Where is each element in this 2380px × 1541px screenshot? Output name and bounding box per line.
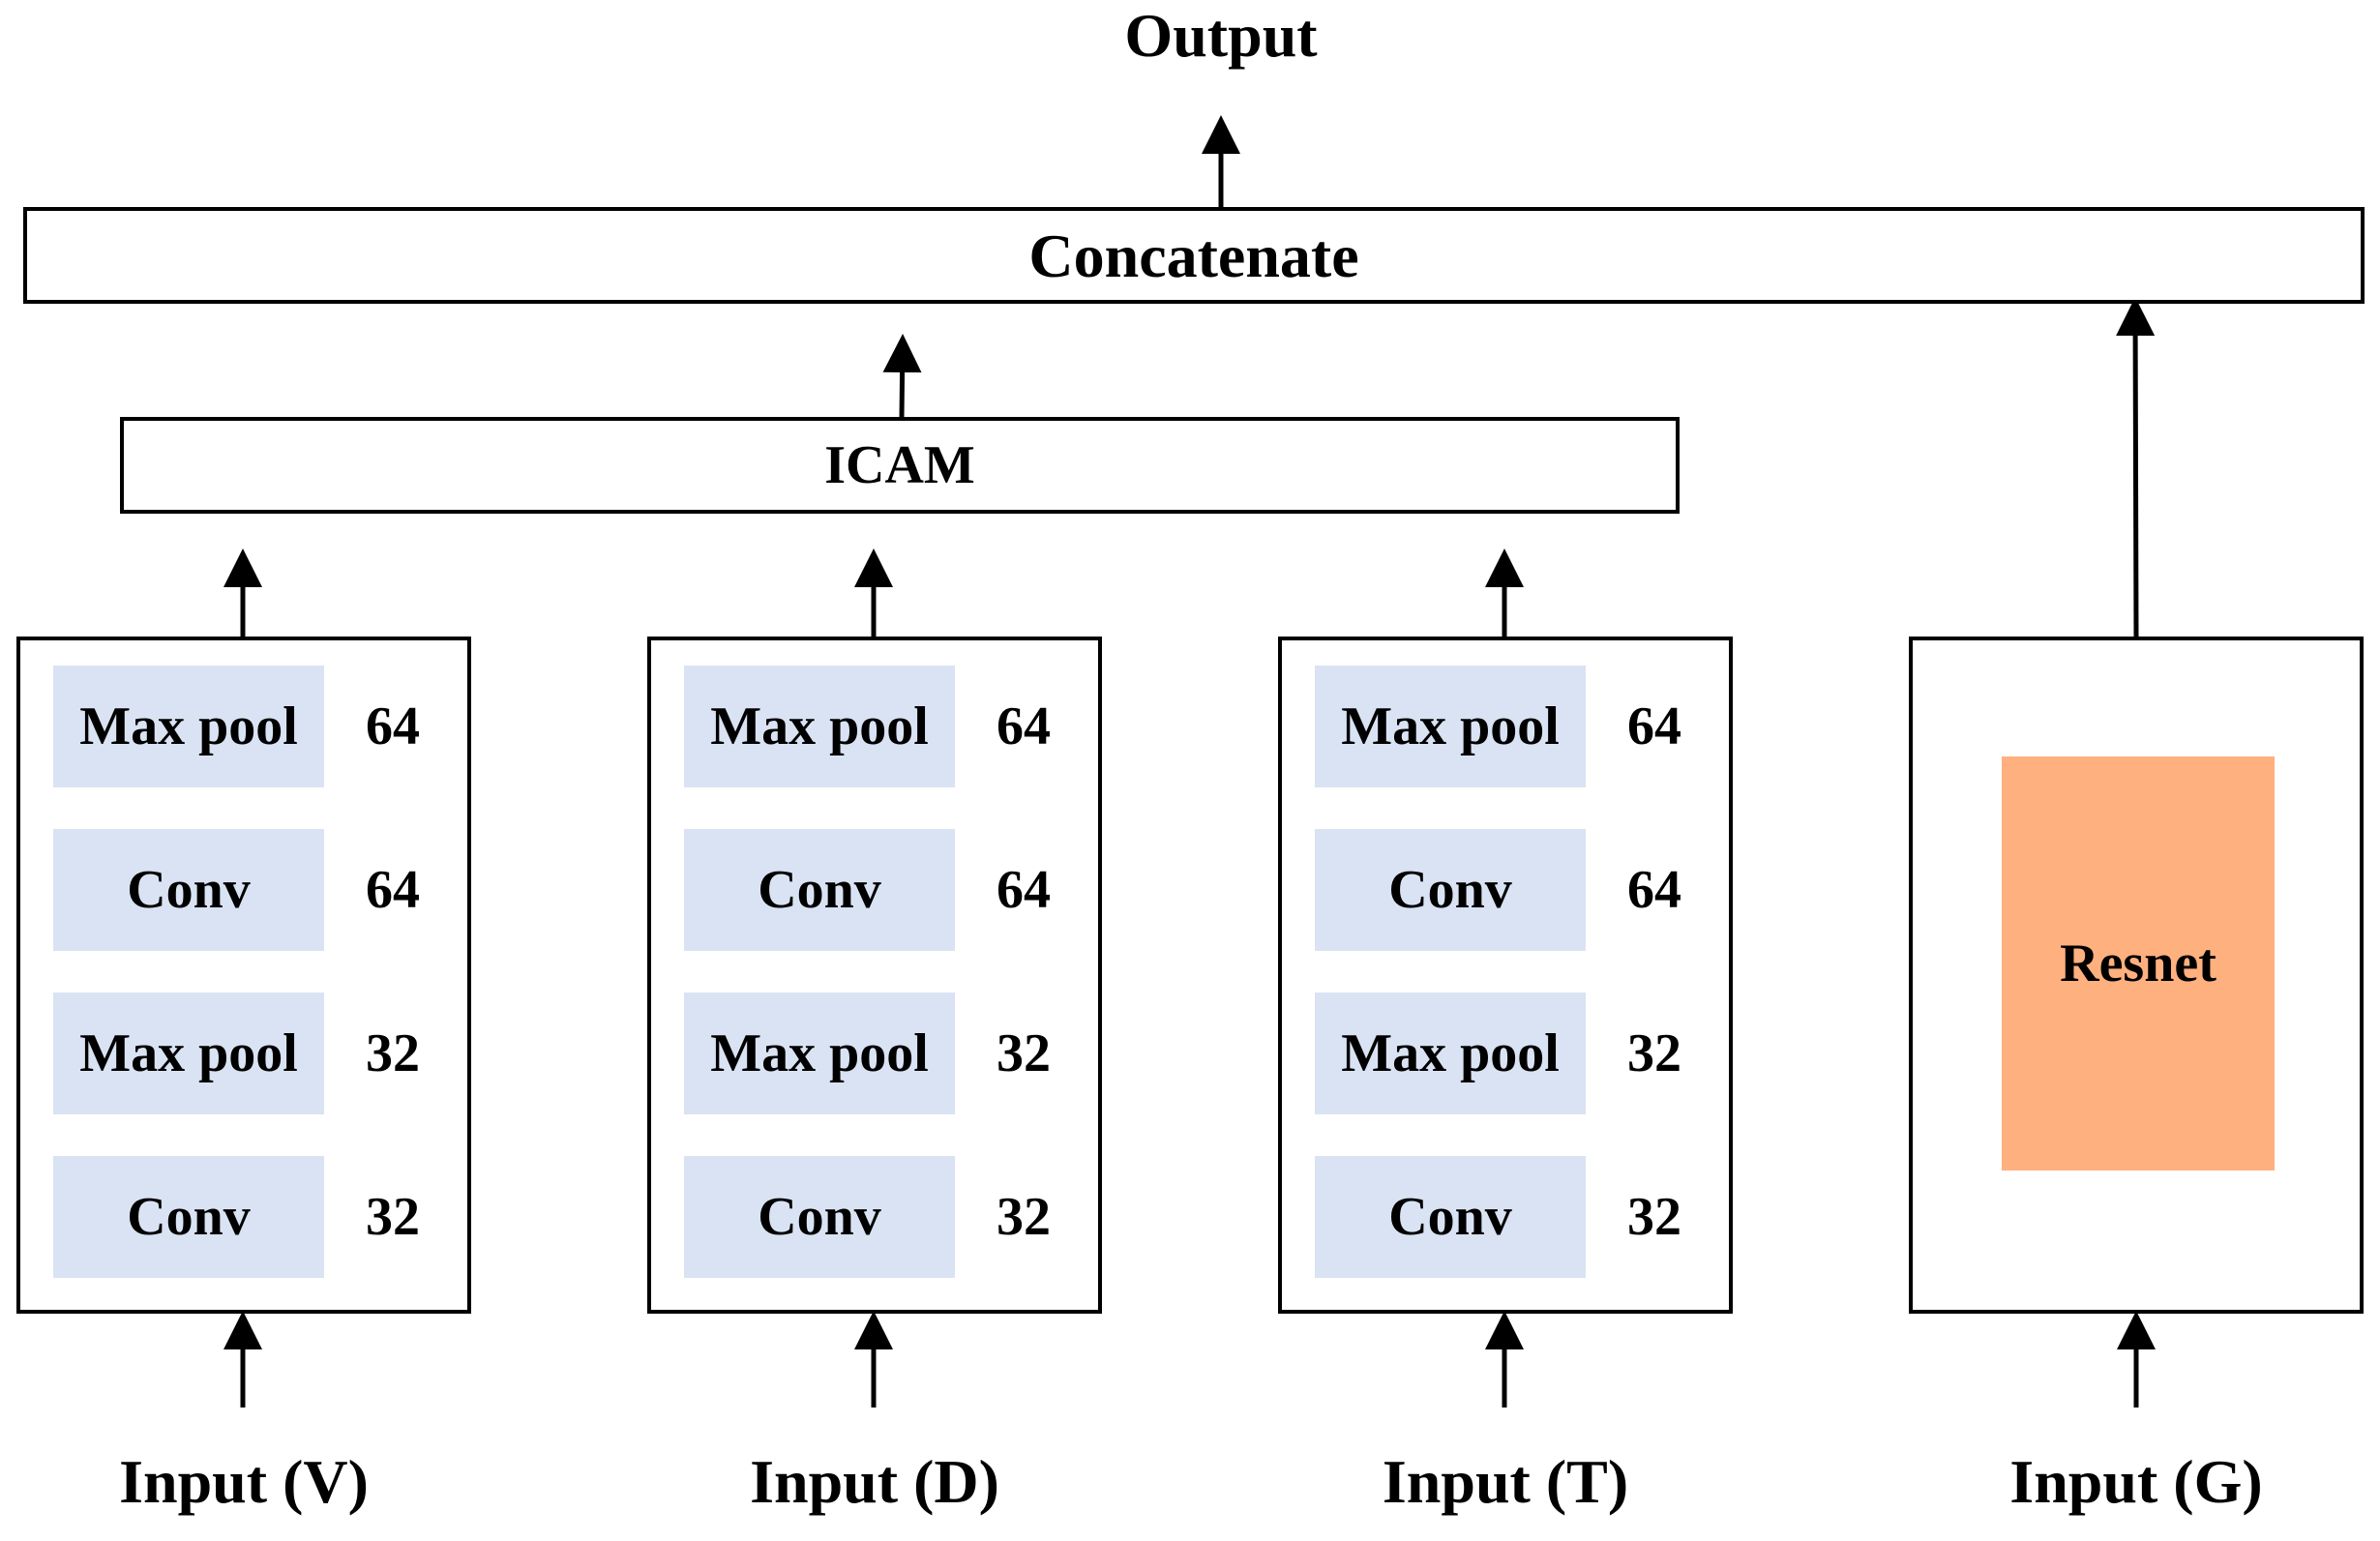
- layer-name: Max pool: [684, 666, 955, 787]
- layer-channels: 32: [1627, 1187, 1681, 1247]
- layer-channels: 32: [366, 1187, 420, 1247]
- layer-name: Max pool: [1315, 993, 1586, 1114]
- layer-name: Max pool: [684, 993, 955, 1114]
- layer-channels: 64: [997, 696, 1051, 756]
- concatenate-label: Concatenate: [1028, 222, 1359, 290]
- input-label-t: Input (T): [1382, 1447, 1629, 1516]
- layer-name: Conv: [53, 829, 324, 951]
- input-label-g: Input (G): [2009, 1447, 2263, 1516]
- layer-channels: 64: [366, 860, 420, 920]
- icam-block: ICAM: [120, 417, 1680, 514]
- layer-name: Conv: [684, 1156, 955, 1278]
- input-label-d: Input (D): [750, 1447, 999, 1516]
- layer-name: Max pool: [53, 666, 324, 787]
- concatenate-block: Concatenate: [23, 207, 2365, 304]
- arrow-icam-to-concat: [882, 334, 922, 419]
- branch-g-block: Resnet: [1909, 637, 2364, 1314]
- layer-name: Conv: [684, 829, 955, 951]
- branch-t-block: Max pool 64 Conv 64 Max pool 32 Conv 32: [1278, 637, 1733, 1314]
- layer-channels: 64: [366, 696, 420, 756]
- layer-name: Conv: [53, 1156, 324, 1278]
- layer-name: Max pool: [53, 993, 324, 1114]
- arrow-g-to-concat: [2116, 297, 2156, 639]
- layer-channels: 32: [997, 1023, 1051, 1083]
- input-label-v: Input (V): [119, 1447, 369, 1516]
- layer-channels: 64: [1627, 860, 1681, 920]
- resnet-label: Resnet: [2060, 933, 2216, 993]
- layer-channels: 32: [366, 1023, 420, 1083]
- layer-channels: 32: [997, 1187, 1051, 1247]
- output-label: Output: [1124, 1, 1318, 70]
- layer-channels: 64: [997, 860, 1051, 920]
- layer-name: Max pool: [1315, 666, 1586, 787]
- icam-label: ICAM: [824, 435, 975, 495]
- layer-channels: 32: [1627, 1023, 1681, 1083]
- layer-channels: 64: [1627, 696, 1681, 756]
- branch-d-block: Max pool 64 Conv 64 Max pool 32 Conv 32: [647, 637, 1102, 1314]
- layer-name: Conv: [1315, 1156, 1586, 1278]
- resnet-block: Resnet: [2002, 756, 2275, 1171]
- branch-v-block: Max pool 64 Conv 64 Max pool 32 Conv 32: [16, 637, 471, 1314]
- layer-name: Conv: [1315, 829, 1586, 951]
